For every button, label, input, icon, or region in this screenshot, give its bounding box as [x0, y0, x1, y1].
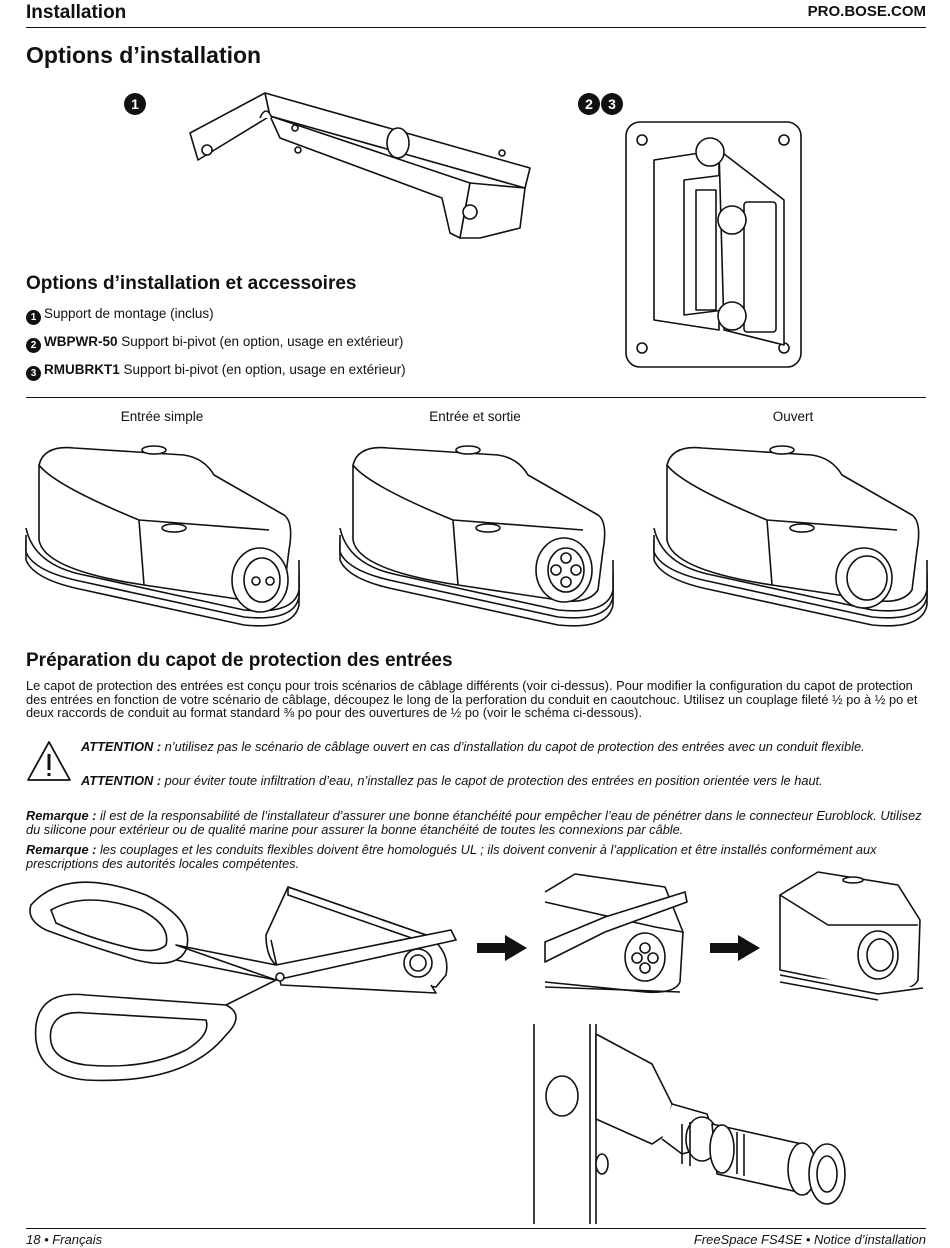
cut-step-illustration: [544, 873, 688, 994]
cover-single-illustration: [25, 445, 300, 627]
arrow-right-icon: [710, 935, 760, 961]
prep-body: Le capot de protection des entrées est c…: [26, 678, 918, 720]
bipivot-bracket-illustration: [625, 121, 802, 368]
mounting-bracket-illustration: [189, 92, 531, 239]
scenario-caption-inout: Entrée et sortie: [429, 409, 521, 424]
prep-heading: Préparation du capot de protection des e…: [26, 650, 453, 671]
open-step-illustration: [779, 871, 924, 1001]
note-2: Remarque : les couplages et les conduits…: [26, 842, 877, 871]
warning-triangle-icon: [27, 741, 71, 781]
cover-open-illustration: [653, 445, 928, 627]
arrow-right-icon: [477, 935, 527, 961]
scissors-icon: [29, 881, 457, 1082]
scenario-caption-open: Ouvert: [772, 409, 814, 424]
note-1: Remarque : il est de la responsabilité d…: [26, 808, 922, 837]
page-title: Options d’installation: [26, 42, 262, 68]
footer-rule: [26, 1228, 926, 1229]
accessories-heading: Options d’installation et accessoires: [26, 273, 357, 294]
section-title: Installation: [26, 2, 127, 23]
scenario-caption-single: Entrée simple: [120, 409, 204, 424]
mount-label-1: 1: [124, 93, 147, 115]
page-number: 18 • Français: [26, 1232, 103, 1247]
document-title: FreeSpace FS4SE • Notice d’installation: [693, 1232, 926, 1247]
conduit-installation-illustration: [533, 1024, 846, 1224]
cover-inout-illustration: [339, 445, 614, 627]
site-link[interactable]: PRO.BOSE.COM: [807, 3, 926, 20]
header-rule: [26, 27, 926, 28]
section-rule: [26, 397, 926, 398]
caution-2: ATTENTION : pour éviter toute infiltrati…: [81, 773, 823, 788]
caution-1: ATTENTION : n’utilisez pas le scénario d…: [81, 739, 865, 754]
